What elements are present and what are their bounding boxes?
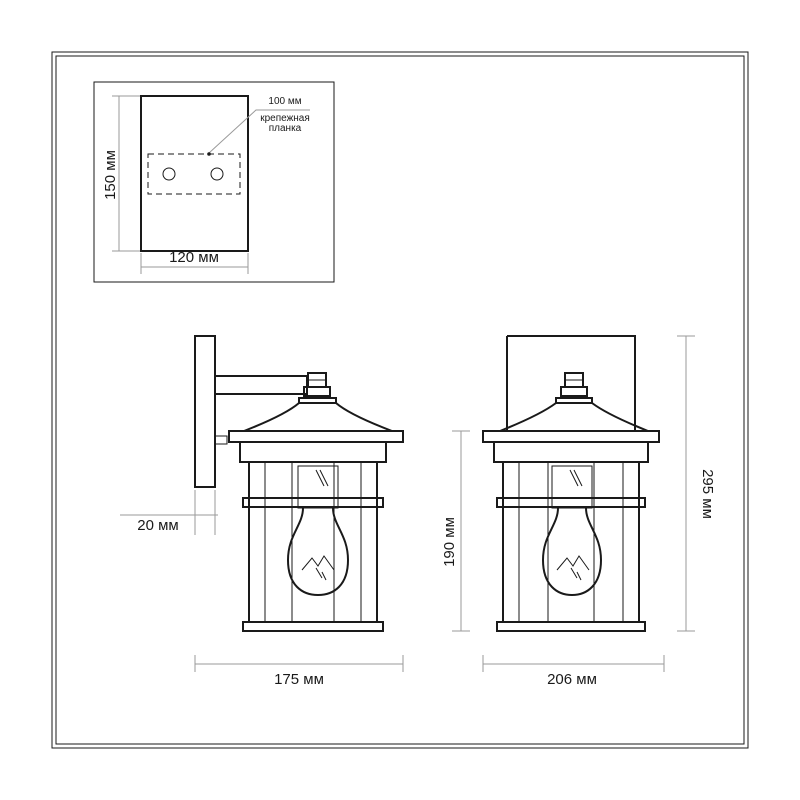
front-view: 190 мм 295 мм 206 мм: [441, 335, 716, 688]
front-width-label: 206 мм: [547, 671, 597, 688]
plate-width-label: 120 мм: [169, 249, 219, 266]
side-view: 20 мм 175 мм: [120, 335, 404, 688]
side-body: [248, 461, 378, 623]
screw-hole-right: [210, 167, 224, 181]
inner-frame: [55, 55, 745, 745]
mount-plate: [140, 95, 249, 252]
side-bulb: [286, 507, 350, 597]
mounting-bracket: [147, 153, 241, 195]
front-bulb: [541, 507, 603, 597]
bracket-width-label: 100 мм: [268, 96, 301, 107]
outer-frame: [51, 51, 749, 749]
side-roof-rim: [228, 430, 404, 443]
front-body: [502, 461, 640, 623]
side-width-label: 175 мм: [274, 671, 324, 688]
front-roof: [499, 402, 649, 432]
mount-plate-inset: 100 мм крепежная планка 150 мм 120 мм: [93, 81, 335, 283]
front-base: [496, 621, 646, 632]
bracket-caption-line2: планка: [269, 123, 302, 134]
screw-hole-left: [162, 167, 176, 181]
side-base: [242, 621, 384, 632]
plate-height-label: 150 мм: [102, 150, 119, 200]
inset-frame: [93, 81, 335, 283]
side-roof: [243, 402, 393, 432]
front-wall-plate: [506, 335, 636, 431]
side-depth-label: 20 мм: [137, 517, 178, 534]
front-roof-rim: [482, 430, 660, 443]
front-total-height-label: 295 мм: [699, 469, 716, 519]
side-socket: [297, 465, 339, 509]
front-socket: [551, 465, 593, 509]
bracket-caption-line1: крепежная: [260, 113, 310, 124]
side-arm: [214, 375, 308, 395]
leader-dot: [207, 152, 211, 156]
front-body-height-label: 190 мм: [441, 517, 458, 567]
side-wall-plate: [194, 335, 216, 488]
bracket-leader-line: [208, 109, 310, 154]
